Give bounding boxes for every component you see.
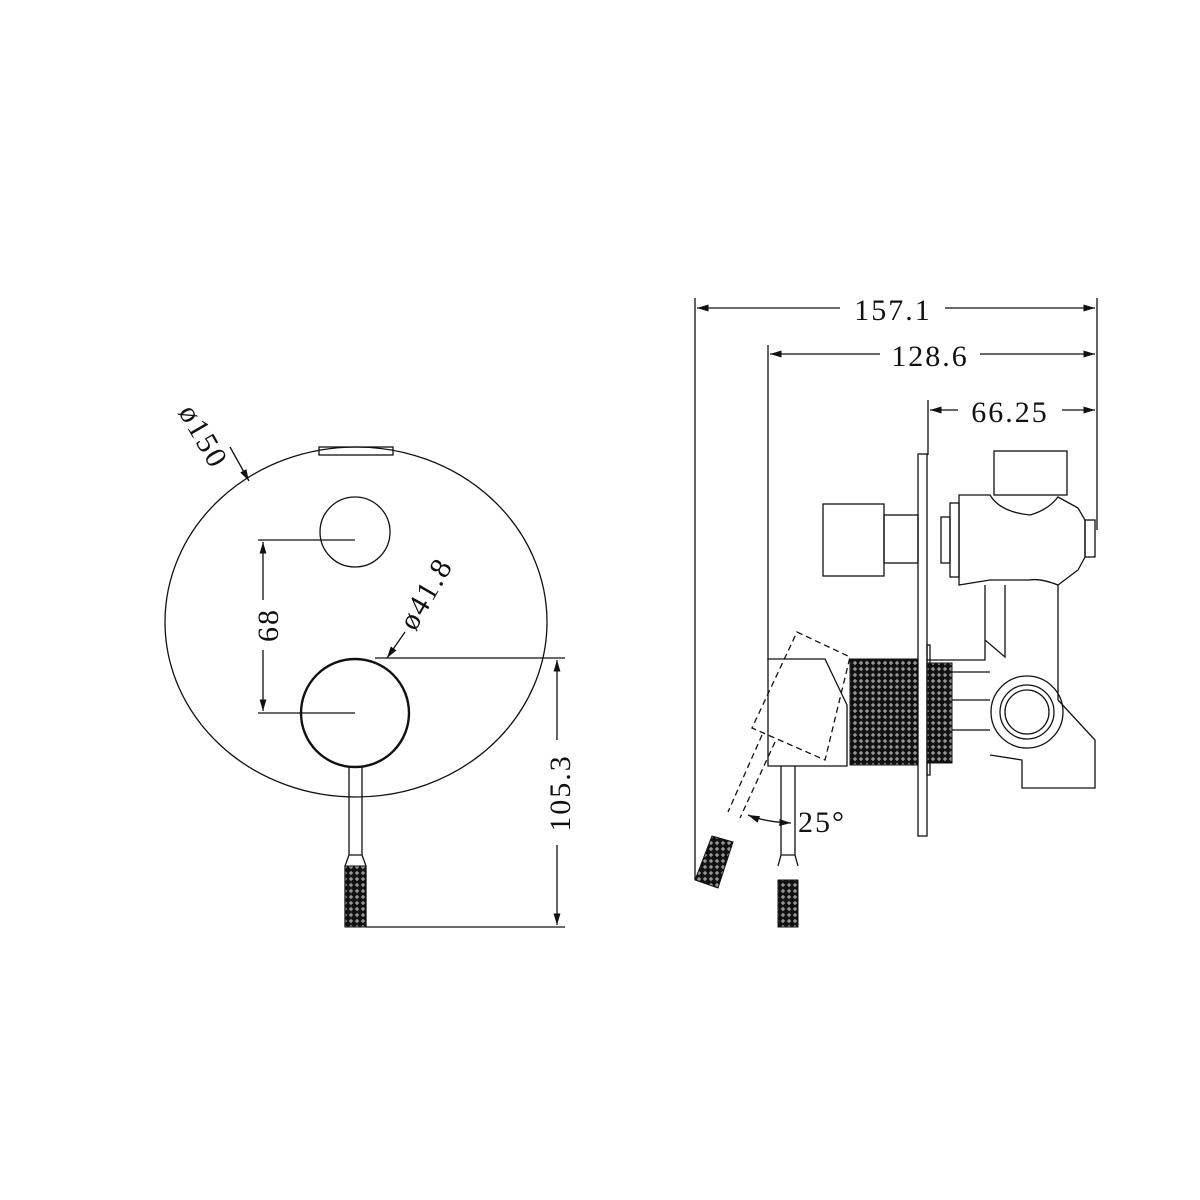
lever-side [777, 766, 799, 867]
body-flange [949, 502, 960, 578]
dim-label-105-3: 105.3 [544, 754, 577, 832]
top-pipe [993, 450, 1068, 496]
rotated-lever-outline [727, 734, 776, 819]
body-web [927, 585, 1006, 661]
dimension-25-deg: 25° [747, 806, 846, 839]
cover-plate [164, 446, 548, 798]
cartridge-lines [952, 671, 990, 731]
escutcheon-edge [926, 644, 931, 776]
dimension-66-25: 66.25 [930, 396, 1095, 429]
dimension-68: 68 [252, 539, 355, 714]
lower-body [989, 699, 1096, 789]
lever-knurl-side [777, 879, 799, 928]
outlet-ring [990, 675, 1064, 749]
dim-label-128-6: 128.6 [891, 340, 969, 373]
diverter-knob [319, 496, 391, 568]
dimension-150: ø150 [172, 399, 250, 482]
handle-knurl [849, 658, 919, 766]
mixer-handle-side [767, 658, 848, 767]
dimension-105-3: 105.3 [366, 657, 577, 928]
rotated-lever-knurl [694, 835, 734, 889]
cartridge-knurl [926, 662, 953, 764]
wall-plate [917, 453, 928, 837]
diverter-knob-side [822, 503, 885, 577]
outlet-ring-inner [999, 684, 1055, 740]
dim-label-157-1: 157.1 [854, 294, 932, 327]
front-view: 68 ø150 ø41.8 105.3 [164, 399, 577, 928]
diverter-spindle [883, 514, 919, 564]
valve-body [958, 494, 1086, 586]
dimension-128-6: 128.6 [770, 340, 1095, 373]
dimension-41-8: ø41.8 [386, 552, 460, 659]
side-view: 157.1 128.6 66.25 [694, 294, 1098, 928]
dim-label-66-25: 66.25 [971, 396, 1049, 429]
dimension-157-1: 157.1 [697, 294, 1095, 327]
angle-label: 25° [798, 806, 846, 839]
dim-label-150: ø150 [172, 399, 235, 474]
dim-label-41-8: ø41.8 [392, 552, 459, 636]
lever-knurl [344, 865, 367, 928]
end-cap [1084, 519, 1096, 558]
nut [940, 516, 951, 564]
rotated-handle-outline [751, 631, 851, 761]
outlet-port [1004, 689, 1050, 735]
dim-label-68: 68 [252, 608, 285, 642]
